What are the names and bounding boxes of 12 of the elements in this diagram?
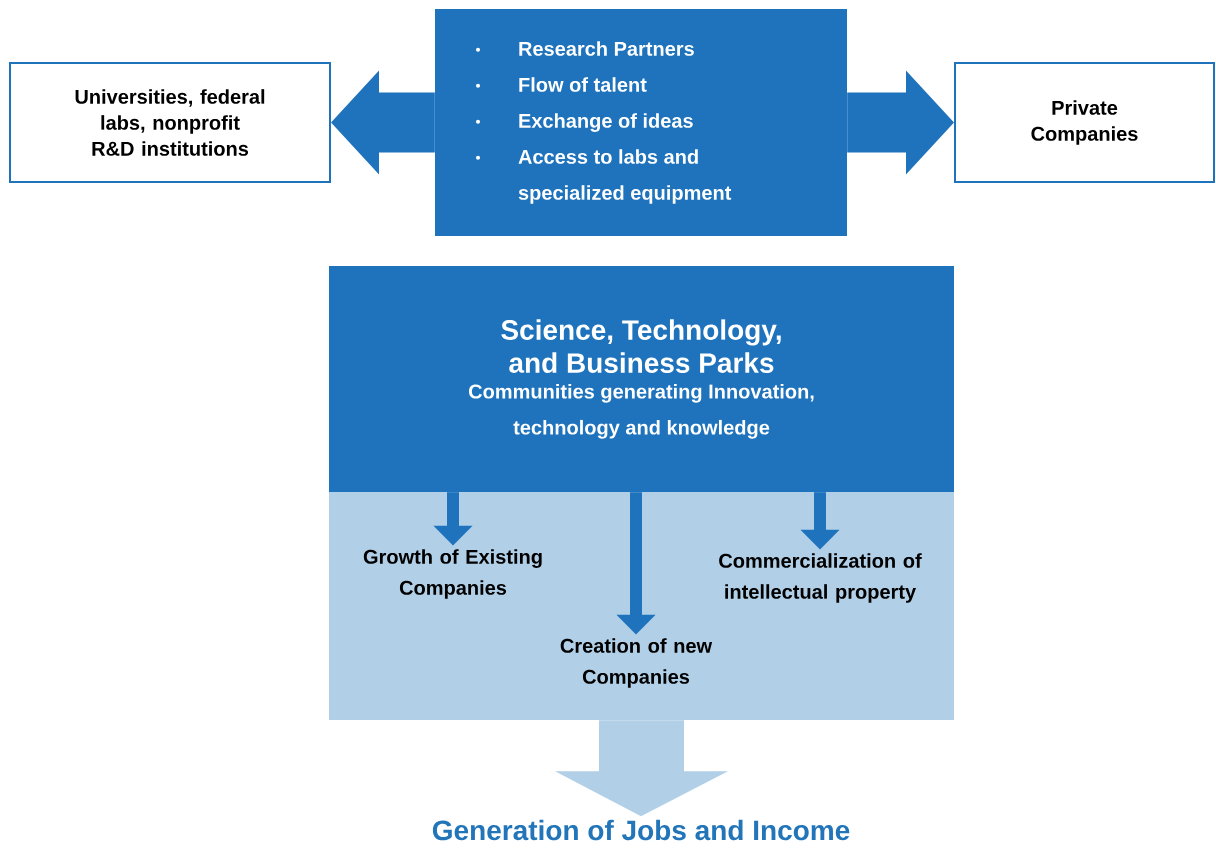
- park-box: Science, Technology, and Business Parks Communities generating Innovation, technology and knowledge: [329, 266, 954, 492]
- block-arrow: [331, 70, 435, 175]
- block-arrow: [555, 720, 728, 817]
- bullet-list-box: Research Partners Flow of talent Exchange of ideas Access to labs and specialized equipment: [435, 9, 847, 236]
- outcome-text: Commercialization of intellectual property: [719, 553, 922, 603]
- outcome-text: Creation of new Companies: [560, 638, 713, 688]
- outcome-band: [329, 492, 954, 720]
- block-arrow: [847, 70, 954, 175]
- institution-box: Universities, federal labs, nonprofit R&D institutions: [9, 62, 331, 183]
- result-text: Generation of Jobs and Income: [432, 819, 850, 841]
- company-box: Private Companies: [954, 62, 1215, 183]
- outcome-text: Growth of Existing Companies: [363, 549, 542, 599]
